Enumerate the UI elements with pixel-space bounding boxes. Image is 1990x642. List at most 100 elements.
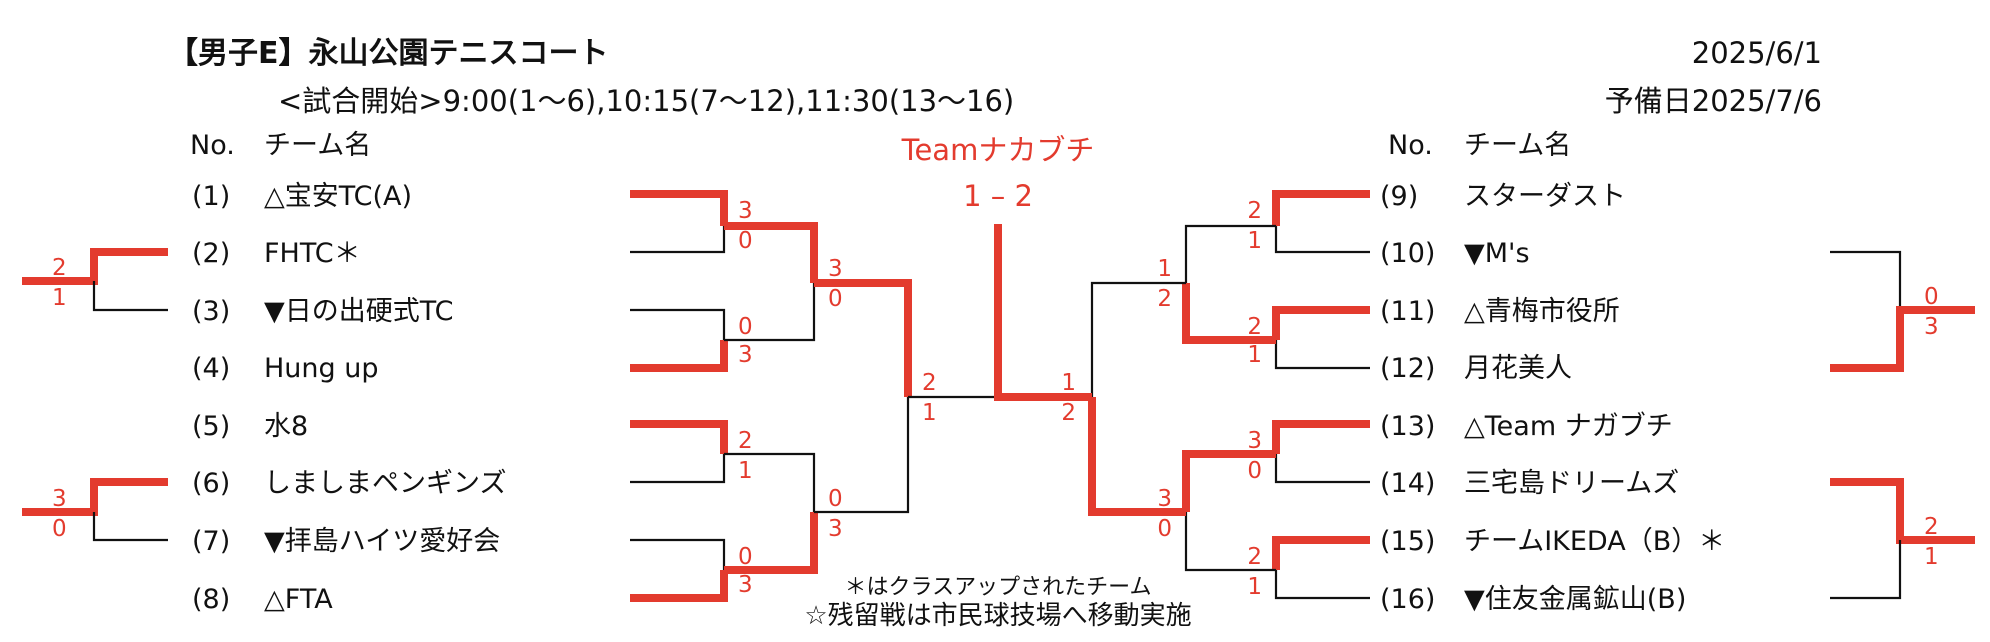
team-name: 月花美人 [1464,353,1572,384]
score-bottom: 3 [738,572,753,598]
loser-line [814,397,910,514]
right-semifinal: 1 2 [1061,281,1186,516]
right-round1-match2: 2 1 [1247,306,1370,370]
left-no-header: No. [190,130,235,161]
loser-line [1274,570,1370,600]
left-semifinal: 2 1 [814,279,937,514]
final-winner-line [994,224,1092,401]
score-top: 1 [1157,256,1172,282]
final-match [908,224,1092,401]
right-round2-match2: 3 0 [1157,450,1276,572]
winner-line [814,279,912,397]
loser-line [1274,454,1370,484]
team-name: △Team ナガブチ [1464,411,1673,442]
score-top: 3 [738,198,753,224]
winner-line [724,222,818,283]
event-date: 2025/6/1 [1692,36,1822,70]
right-round1-match1: 2 1 [1247,190,1370,254]
right-round2-match1: 1 2 [1157,224,1276,344]
reserve-date: 予備日2025/7/6 [1605,84,1822,118]
loser-line [1184,512,1276,572]
team-name: チームIKEDA（B）＊ [1464,526,1725,557]
team-no: (5) [192,411,230,442]
team-no: (9) [1380,181,1418,212]
team-no: (2) [192,238,230,269]
loser-line [1274,340,1370,370]
team-no: (13) [1380,411,1435,442]
remaining-match-note: ☆残留戦は市民球技場へ移動実施 [804,601,1191,631]
winner-line [1272,420,1370,454]
left-round1-match4: 0 3 [630,538,753,602]
loser-line [630,538,726,570]
team-no: (14) [1380,468,1435,499]
page-title: 【男子E】永山公園テニスコート [168,36,609,71]
score-top: 1 [1061,370,1076,396]
champion-name: Teamナカブチ [901,133,1095,167]
winner-line [630,340,728,372]
team-name: △宝安TC(A) [264,181,412,212]
winner-line [1830,306,1975,372]
winner-line [1272,190,1370,226]
loser-line [724,452,816,512]
score-bottom: 0 [52,516,67,542]
right-side-match2: 2 1 [1830,478,1975,600]
team-name: FHTC＊ [264,238,361,269]
score-bottom: 1 [52,285,67,311]
loser-line [724,283,816,342]
score-bottom: 1 [1924,544,1939,570]
score-bottom: 3 [738,342,753,368]
team-no: (8) [192,584,230,615]
score-top: 2 [922,370,937,396]
schedule-text: <試合開始>9:00(1～6),10:15(7～12),11:30(13～16) [278,84,1014,118]
winner-line [630,570,728,602]
team-name: ▼M's [1464,238,1530,269]
loser-line [630,454,726,484]
score-bottom: 0 [1157,516,1172,542]
left-team-header: チーム名 [264,130,371,161]
score-bottom: 1 [1247,342,1262,368]
team-name: しましまペンギンズ [264,468,506,499]
left-round2-match2: 0 3 [724,452,843,574]
winner-line [630,190,728,226]
team-name: △青梅市役所 [1464,296,1620,327]
score-bottom: 3 [1924,314,1939,340]
team-no: (11) [1380,296,1435,327]
team-no: (7) [192,526,230,557]
right-side-match1: 0 3 [1830,250,1975,372]
score-top: 2 [52,255,67,281]
score-top: 3 [1157,486,1172,512]
winner-line [630,420,728,454]
loser-line [630,308,726,340]
winner-line [1272,536,1370,570]
loser-line [630,226,726,254]
left-round1-match3: 2 1 [630,420,753,484]
left-side-match1: 2 1 [22,248,168,312]
team-no: (4) [192,353,230,384]
right-no-header: No. [1388,130,1433,161]
score-bottom: 0 [828,286,843,312]
score-top: 3 [828,256,843,282]
winner-line [1088,397,1186,516]
winner-line [22,478,168,516]
score-top: 0 [738,314,753,340]
team-no: (3) [192,296,230,327]
score-bottom: 0 [738,228,753,254]
team-name: 三宅島ドリームズ [1464,468,1679,499]
score-top: 0 [828,486,843,512]
score-bottom: 3 [828,516,843,542]
left-side-match2: 3 0 [22,478,168,542]
team-name: ▼拝島ハイツ愛好会 [264,526,500,557]
winner-line [22,248,168,285]
winner-line [1830,478,1975,544]
loser-line [1184,224,1276,283]
loser-line [92,512,168,542]
score-bottom: 0 [1247,458,1262,484]
left-round1-match2: 0 3 [630,308,753,372]
left-round2-match1: 3 0 [724,222,843,342]
team-no: (12) [1380,353,1435,384]
score-top: 0 [1924,284,1939,310]
team-name: 水8 [264,411,308,442]
team-no: (16) [1380,584,1435,615]
right-team-list: (9) スターダスト (10) ▼M's (11) △青梅市役所 (12) 月花… [1380,181,1725,615]
